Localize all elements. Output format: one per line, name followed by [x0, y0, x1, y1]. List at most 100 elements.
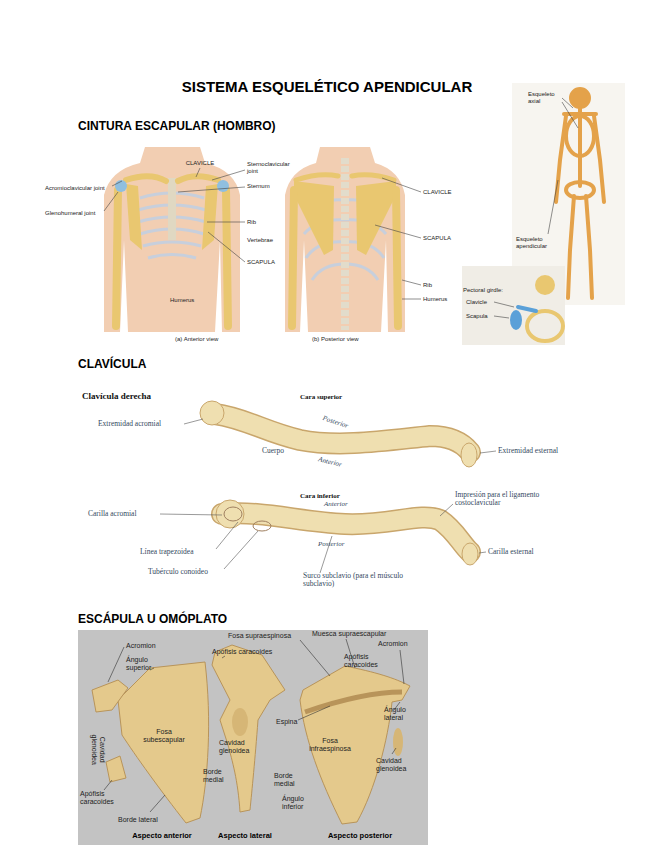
view-caption: Aspecto posterior [328, 832, 392, 840]
ribcage [527, 311, 563, 341]
part-label: Cavidad glenoidea [376, 757, 421, 772]
part-label: Anterior [324, 501, 348, 509]
humerus-bone [292, 190, 294, 326]
humerus-bone [116, 190, 118, 326]
part-label: Esqueleto apendicular [516, 236, 561, 249]
inset-ground [462, 266, 565, 345]
acromial-end [200, 401, 224, 425]
clavicle-bone [296, 175, 338, 180]
leader-line [375, 225, 421, 238]
scapula-posterior [300, 666, 410, 824]
part-label: Apófisis caracoides [344, 653, 386, 668]
part-label: Sternoclavicular joint [247, 161, 287, 174]
leader-line [184, 419, 203, 424]
leader-line [300, 640, 330, 676]
part-label: Tubérculo conoideo [148, 568, 208, 576]
part-label: Acromion [126, 642, 156, 650]
leader-lines [104, 639, 404, 812]
part-label: Borde medial [203, 768, 239, 783]
torso-posterior [285, 147, 405, 332]
leader-lines [104, 168, 421, 299]
rib [345, 264, 378, 280]
leader-line [216, 522, 238, 549]
humerus-bone [226, 190, 228, 326]
part-label: Clavicle [466, 299, 487, 306]
leader-line [150, 795, 165, 812]
ribcage [566, 116, 594, 156]
part-label: Vertebrae [247, 237, 273, 244]
spine [578, 108, 582, 186]
part-label: CLAVICLE [423, 189, 452, 196]
bone-outline [222, 513, 470, 552]
conoid-tubercle [253, 521, 271, 531]
clavicle-bone [126, 176, 166, 181]
scapula-bone [202, 184, 218, 250]
part-label: Extremidad esternal [498, 447, 558, 455]
part-label: Borde medial [274, 772, 310, 787]
scapula-figure [78, 630, 428, 845]
section-heading: ESCÁPULA U OMÓPLATO [78, 613, 227, 626]
joint [217, 180, 229, 192]
view-caption: Cara inferior [300, 493, 340, 501]
part-label: Espina [276, 718, 297, 726]
section-heading: CLAVÍCULA [78, 358, 146, 371]
part-label: Pectoral girdle: [463, 287, 503, 294]
leader-line [298, 706, 330, 720]
view-caption: Aspecto lateral [218, 832, 272, 840]
leader-line [178, 187, 245, 192]
part-label: Anterior [318, 456, 343, 469]
scapula-bone [294, 181, 334, 255]
figure-title: Clavícula derecha [82, 392, 151, 402]
part-label: Humerus [170, 297, 194, 304]
leader-line [494, 302, 514, 307]
part-label: SCAPULA [247, 259, 275, 266]
part-label: Carilla esternal [488, 548, 534, 556]
part-label: Fosa infraespinosa [302, 737, 358, 752]
leader-line [480, 451, 496, 453]
leg [568, 196, 574, 298]
leader-line [207, 222, 245, 223]
skeleton-figure [462, 83, 625, 345]
leader-line [224, 531, 258, 569]
part-label: Humerus [423, 296, 447, 303]
leader-line [208, 232, 245, 262]
clavicle-bone [352, 175, 394, 180]
part-label: Extremidad acromial [98, 420, 161, 428]
skull [571, 89, 589, 107]
part-label: Fosa supraespinosa [228, 632, 291, 640]
scapula-anterior [118, 662, 209, 823]
scapula-highlight [510, 310, 522, 330]
leader-line [196, 168, 200, 177]
figure-ground [78, 630, 428, 845]
clavicle-inferior [222, 513, 470, 552]
acromial-facet [224, 507, 242, 521]
rib [148, 255, 196, 259]
leader-line [562, 98, 573, 108]
part-label: Cavidad glenoidea [90, 727, 105, 773]
acromion-bone [92, 680, 128, 712]
view-caption: Cara superior [300, 394, 342, 402]
leader-line [440, 504, 453, 516]
leader-line [548, 180, 558, 234]
part-label: Rib [247, 219, 256, 226]
section-heading: CINTURA ESCAPULAR (HOMBRO) [78, 120, 276, 133]
leader-line [108, 647, 124, 682]
view-caption: (b) Posterior view [312, 336, 359, 343]
leader-line [562, 102, 578, 128]
clavicle-figure [160, 401, 496, 573]
scapula-bone [126, 184, 142, 250]
clavicle-highlight [518, 307, 536, 311]
part-label: Ángulo lateral [384, 706, 424, 721]
torso-anterior [104, 147, 240, 332]
clavicle-bone [178, 176, 218, 181]
leader-line [382, 178, 421, 192]
rib [143, 242, 201, 246]
part-label: Carilla acromial [88, 510, 137, 518]
leader-line [222, 656, 225, 658]
part-label: Acromion [378, 640, 408, 648]
leader-line [104, 780, 112, 790]
sternal-end [461, 443, 477, 467]
part-label: Fosa subescapular [139, 728, 189, 743]
part-label: Cavidad glenoidea [219, 739, 264, 754]
